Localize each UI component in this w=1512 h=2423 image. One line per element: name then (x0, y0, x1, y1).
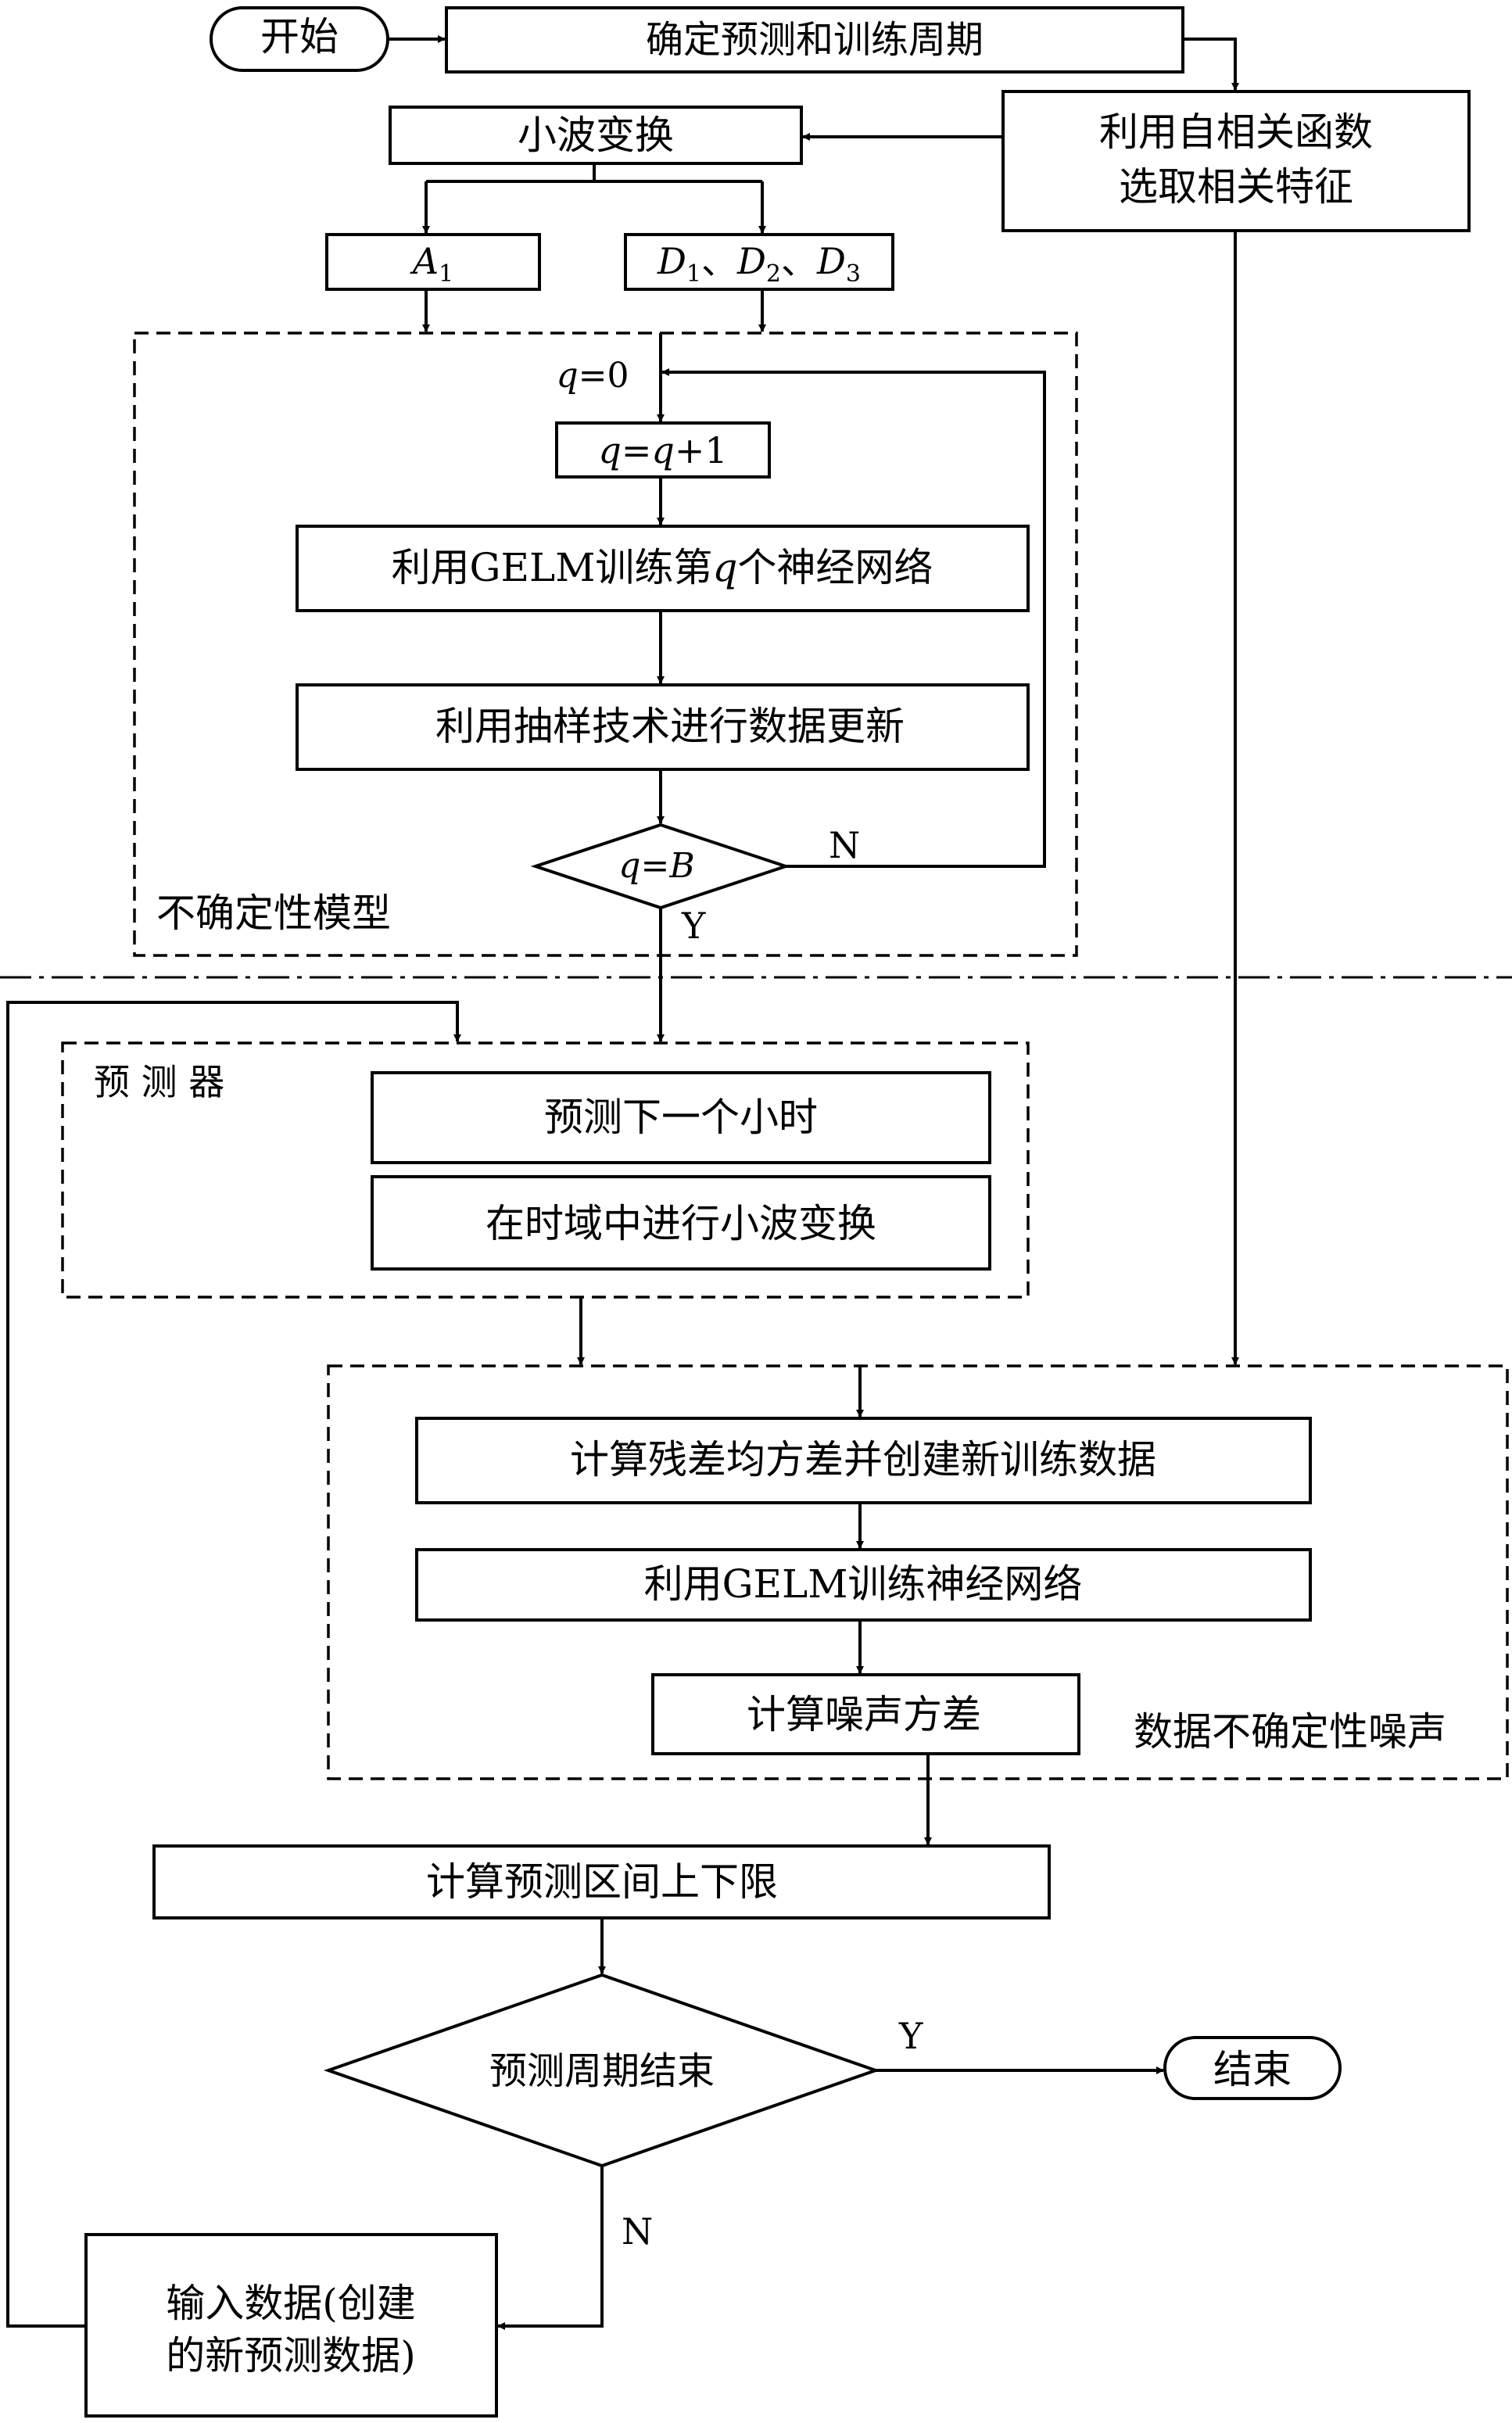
predictor-region (61, 1041, 1030, 1299)
noise-region (327, 1364, 1509, 1780)
compute-noise-label: 计算噪声方差 (747, 1692, 981, 1737)
compute-bounds-label: 计算预测区间上下限 (426, 1859, 778, 1905)
wavelet-label: 小波变换 (518, 113, 674, 158)
q-increment-box (555, 421, 771, 479)
end-label: 结束 (1213, 2047, 1292, 2092)
autocorr-label-line1: 利用自相关函数 (1099, 109, 1373, 155)
uncertainty-model-region (133, 332, 1078, 957)
compute-noise-box (651, 1673, 1080, 1755)
sampling-box (296, 683, 1030, 771)
arrow-period-to-autocorr (1183, 38, 1239, 91)
determine-period-label: 确定预测和训练周期 (646, 18, 984, 62)
autocorr-box (1001, 90, 1471, 232)
train-gelm-q-box (296, 525, 1030, 612)
noise-region-label: 数据不确定性噪声 (1134, 1709, 1446, 1755)
compute-residual-box (415, 1417, 1312, 1504)
loop-back-arrow (661, 368, 1046, 868)
train-gelm-nn-box (415, 1548, 1312, 1622)
input-data-label-line1: 输入数据(创建 (166, 2281, 416, 2326)
sampling-label: 利用抽样技术进行数据更新 (435, 704, 905, 749)
train-gelm-q-label: 利用GELM训练第q个神经网络 (392, 545, 933, 590)
end-no-label: N (622, 2210, 653, 2253)
uncertainty-model-label: 不确定性模型 (156, 891, 391, 936)
q-increment-label: q=q+1 (598, 429, 727, 471)
predict-next-hour-box (371, 1071, 991, 1164)
determine-period-box (445, 6, 1184, 73)
decision-label: q=B (618, 846, 694, 886)
loop-yes-label: Y (681, 905, 706, 947)
d-components-label: D1、D2、D3 (657, 240, 861, 288)
predictor-label: 预 测 器 (94, 1061, 224, 1103)
time-domain-wavelet-label: 在时域中进行小波变换 (485, 1201, 876, 1246)
input-data-box (84, 2233, 498, 2418)
end-terminal (1163, 2036, 1342, 2100)
a1-box (325, 233, 541, 291)
end-yes-label: Y (898, 2015, 923, 2057)
compute-bounds-box (152, 1844, 1051, 1919)
wavelet-box (389, 106, 803, 165)
arrow-input-loop (6, 1001, 461, 2328)
q-init-label: q=0 (556, 356, 629, 396)
train-gelm-nn-label: 利用GELM训练神经网络 (644, 1561, 1083, 1607)
predict-next-hour-label: 预测下一个小时 (544, 1095, 818, 1140)
a1-label: A1 (410, 240, 453, 288)
input-data-label-line2: 的新预测数据) (166, 2333, 416, 2378)
period-end-label: 预测周期结束 (489, 2049, 715, 2093)
compute-residual-label: 计算残差均方差并创建新训练数据 (570, 1437, 1156, 1482)
d-components-box (624, 233, 894, 291)
arrow-no-to-input (497, 2166, 604, 2330)
start-label: 开始 (260, 14, 339, 59)
time-domain-wavelet-box (371, 1175, 991, 1271)
loop-no-label: N (829, 824, 860, 866)
autocorr-label-line2: 选取相关特征 (1119, 164, 1353, 210)
